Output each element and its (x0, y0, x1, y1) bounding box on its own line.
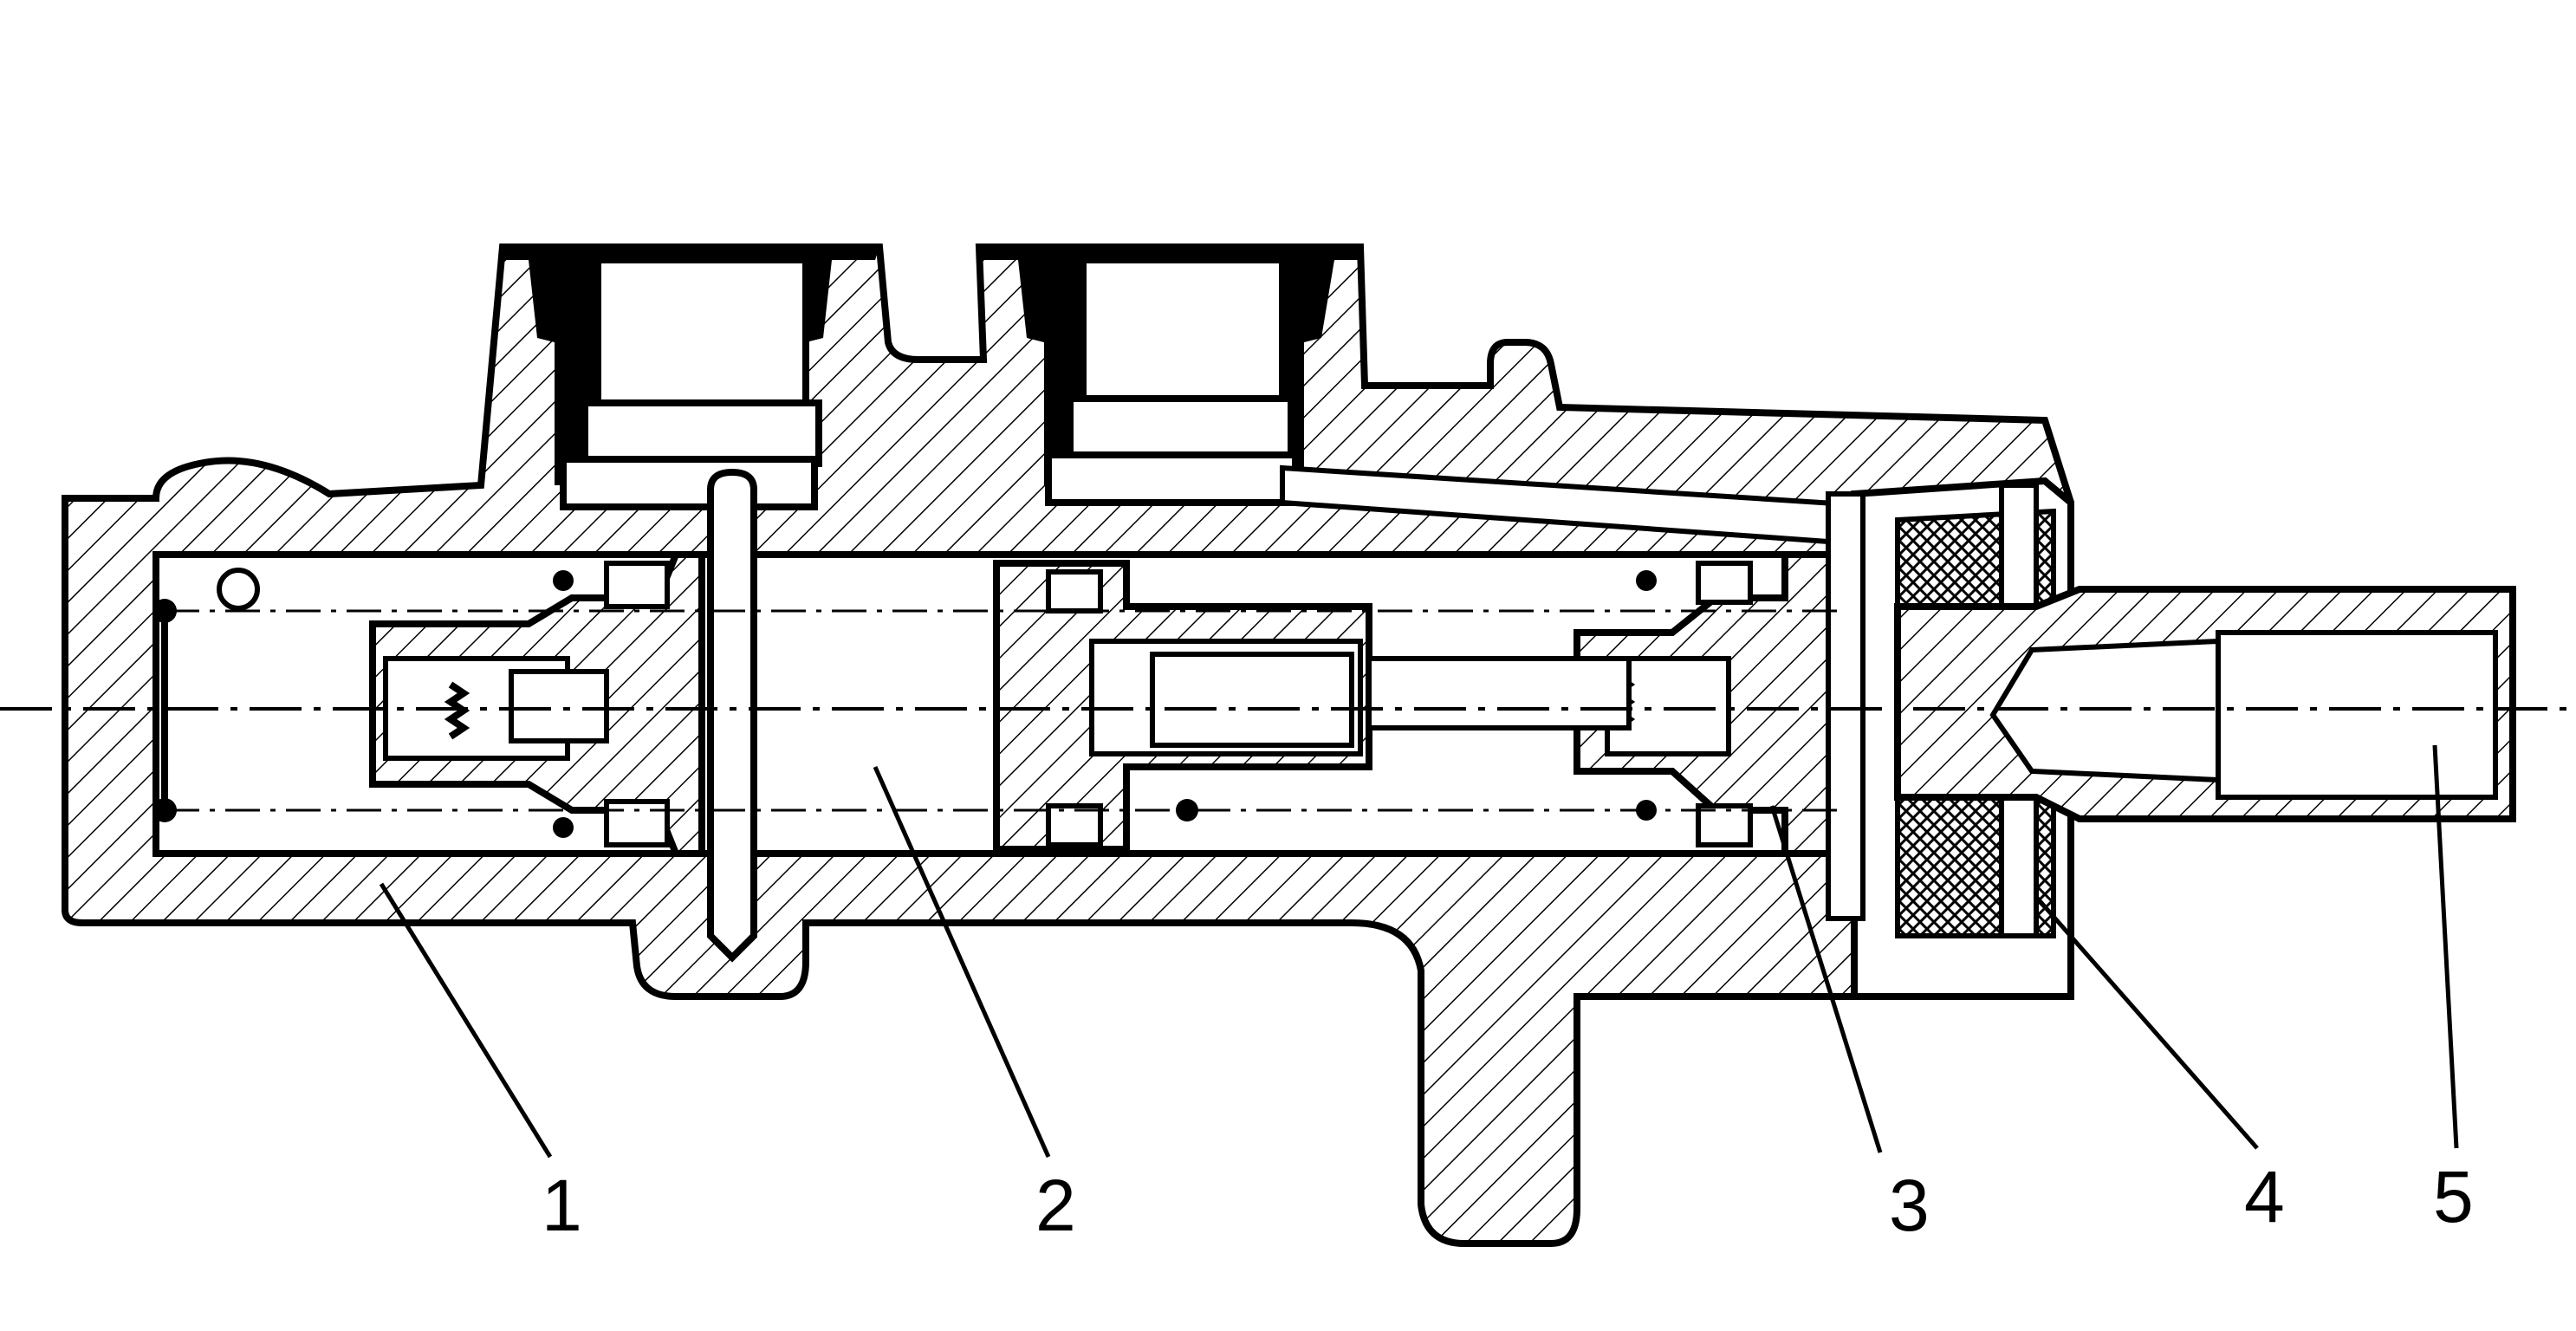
leader-line-3 (1769, 805, 1883, 1153)
callout-5: 5 (2433, 1156, 2474, 1237)
callout-3: 3 (1889, 1165, 1930, 1246)
callout-4: 4 (2244, 1156, 2285, 1237)
callout-2: 2 (1035, 1165, 1076, 1246)
leader-line-1 (379, 882, 553, 1159)
callout-1: 1 (542, 1165, 582, 1246)
leader-line-4 (2034, 895, 2259, 1150)
stop-pin (707, 468, 757, 963)
leader-line-2 (873, 765, 1051, 1159)
leader-line-5 (2432, 744, 2459, 1149)
